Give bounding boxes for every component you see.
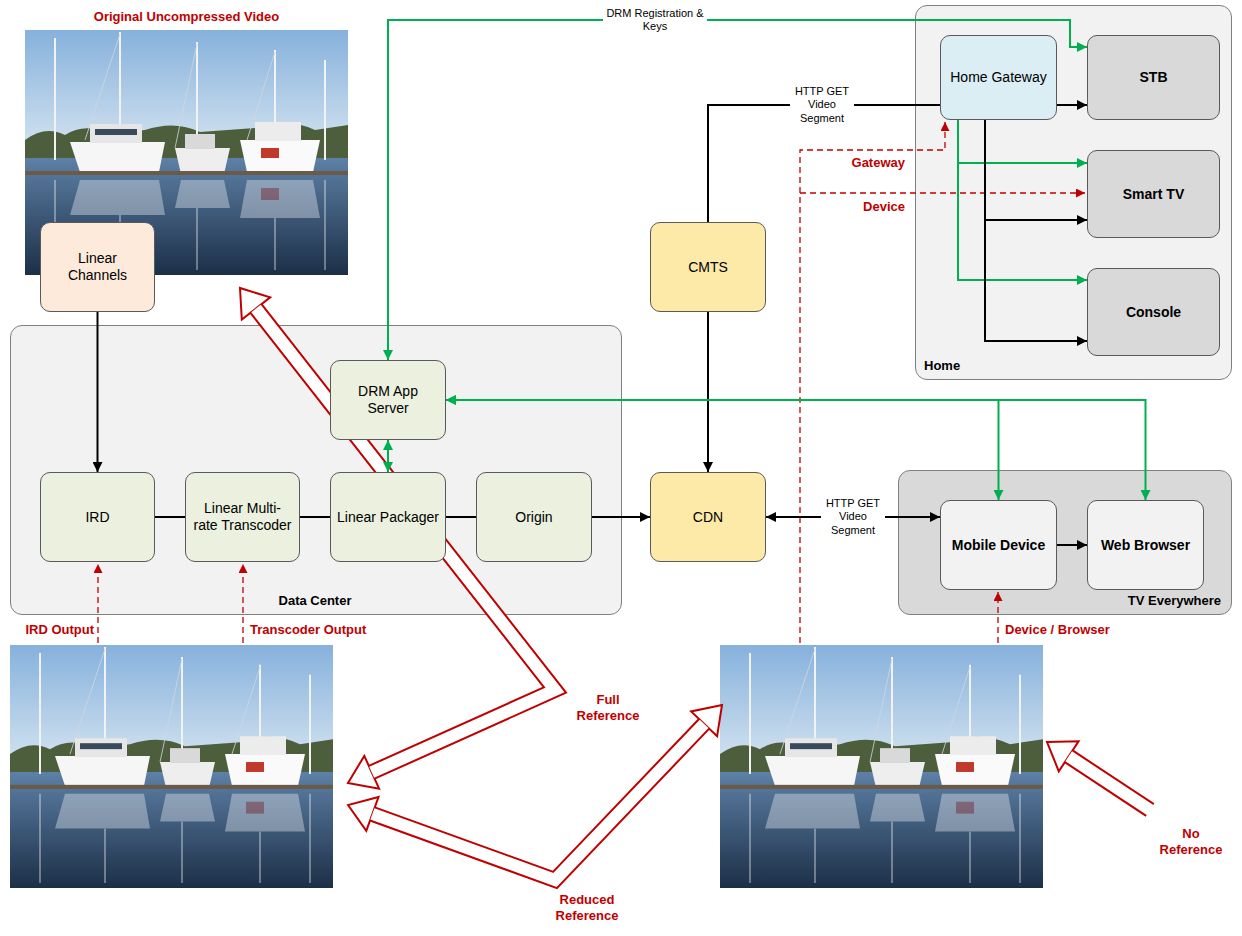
callout-label: Device: [820, 199, 905, 215]
connector-line: [958, 120, 1087, 280]
callout-label: IRD Output: [6, 622, 94, 638]
box-label: CDN: [693, 509, 723, 526]
photo: [25, 30, 348, 275]
photo: [10, 645, 333, 888]
process-box: STB: [1087, 35, 1220, 120]
connector-line: [387, 440, 389, 472]
connector-line: [446, 400, 1146, 500]
edge-label: HTTP GET Video Segment: [821, 496, 885, 538]
process-box: Home Gateway: [940, 35, 1057, 120]
box-label: Smart TV: [1123, 186, 1184, 203]
connector-line: [1057, 104, 1087, 106]
connector-line: [300, 516, 330, 518]
box-label: Linear Channels: [47, 250, 148, 284]
box-label: Linear Packager: [337, 509, 439, 526]
box-label: Mobile Device: [952, 537, 1045, 554]
connector-line: [446, 516, 476, 518]
photo: [720, 645, 1043, 888]
region-label: Home: [924, 358, 960, 374]
process-box: CMTS: [650, 222, 766, 312]
callout-label: Transcoder Output: [250, 622, 400, 638]
region-label: Data Center: [279, 593, 352, 609]
box-label: Home Gateway: [950, 69, 1046, 86]
edge-label: HTTP GET Video Segment: [790, 84, 854, 126]
process-box: Web Browser: [1087, 500, 1204, 590]
hollow-arrows: [240, 288, 1152, 880]
process-box: IRD: [40, 472, 155, 562]
callout-label: Device / Browser: [1005, 622, 1155, 638]
process-box: Origin: [476, 472, 592, 562]
process-box: Mobile Device: [940, 500, 1057, 590]
connector-line: [97, 312, 99, 472]
connector-line: [1057, 544, 1087, 546]
process-box: Console: [1087, 268, 1220, 356]
process-box: DRM App Server: [330, 360, 446, 440]
probe-lines: [98, 122, 1085, 643]
connector-line: [446, 400, 999, 500]
box-label: Web Browser: [1101, 537, 1190, 554]
callout-label: Gateway: [820, 155, 905, 171]
box-label: DRM App Server: [337, 383, 439, 417]
connector-line: [985, 120, 1087, 220]
connector-line: [155, 516, 185, 518]
box-label: Linear Multi-rate Transcoder: [192, 500, 293, 534]
region-label: TV Everywhere: [1128, 593, 1221, 609]
edge-label: DRM Registration & Keys: [603, 6, 707, 34]
callout-label: No Reference: [1150, 826, 1232, 857]
box-label: IRD: [85, 509, 109, 526]
process-box: Linear Packager: [330, 472, 446, 562]
connector-line: [388, 20, 1087, 360]
process-box: CDN: [650, 472, 766, 562]
connector-line: [707, 312, 709, 472]
process-box: Smart TV: [1087, 150, 1220, 238]
box-label: Console: [1126, 304, 1181, 321]
box-label: CMTS: [688, 259, 728, 276]
callout-label: Full Reference: [572, 692, 644, 723]
process-box: Linear Channels: [40, 222, 155, 312]
region-band: Data Center DRM App ServerIRD Linear Multi…: [10, 325, 622, 615]
box-label: Origin: [515, 509, 552, 526]
connector-line: [592, 516, 650, 518]
connector-line: [958, 120, 1087, 163]
callout-label: Original Uncompressed Video: [25, 9, 348, 25]
region-band: TV Everywhere Mobile Device Web Browser: [898, 470, 1232, 615]
box-label: STB: [1140, 69, 1168, 86]
callout-label: Reduced Reference: [545, 892, 629, 923]
process-box: Linear Multi-rate Transcoder: [185, 472, 300, 562]
connector-line: [985, 120, 1087, 341]
